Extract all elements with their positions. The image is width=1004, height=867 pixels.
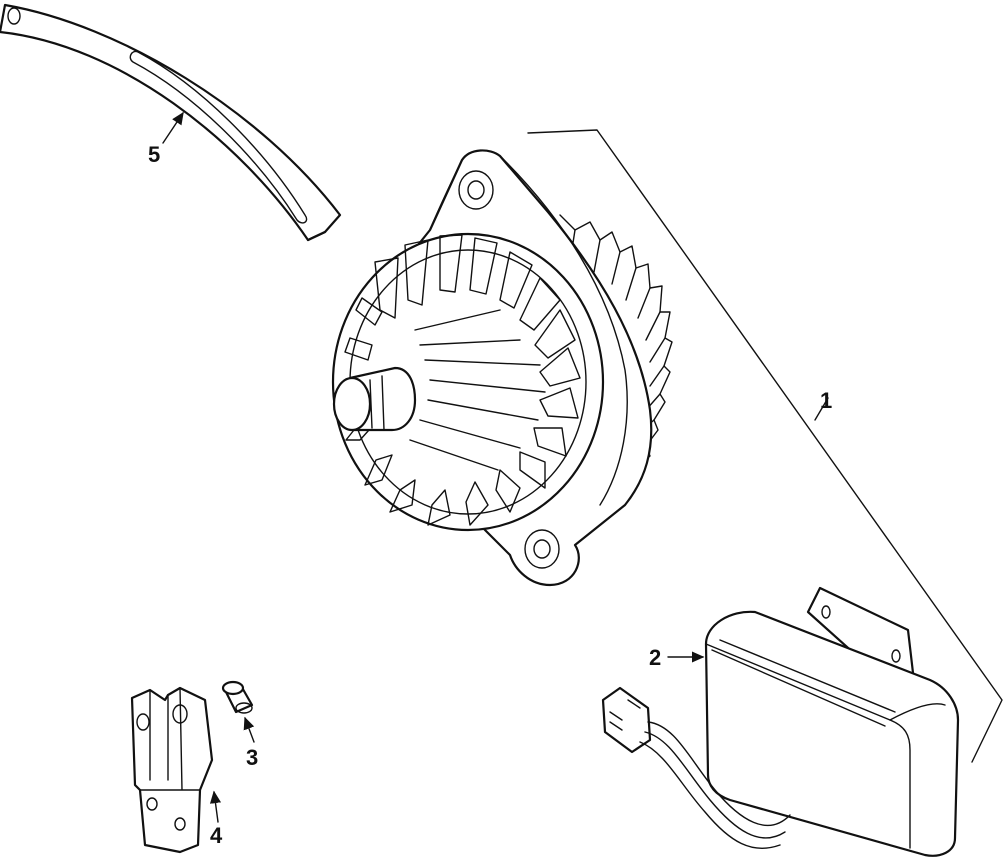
alternator-shaft — [332, 366, 417, 432]
front-fins — [344, 234, 581, 526]
wiring-harness — [601, 686, 791, 849]
callout-3: 3 — [246, 745, 258, 770]
callout-4: 4 — [210, 823, 223, 848]
callout-2: 2 — [649, 645, 661, 670]
alternator — [331, 149, 673, 587]
flange-bolt-hole-top — [458, 170, 494, 210]
flange-bolt-hole-bottom — [524, 529, 560, 569]
mounting-bracket — [130, 686, 214, 854]
adjusting-strap — [0, 3, 342, 242]
callout-5: 5 — [148, 142, 160, 167]
callout-1: 1 — [820, 388, 832, 413]
leader-lines — [162, 111, 1003, 823]
voltage-regulator — [704, 586, 960, 857]
spacer-bushing — [221, 680, 254, 714]
